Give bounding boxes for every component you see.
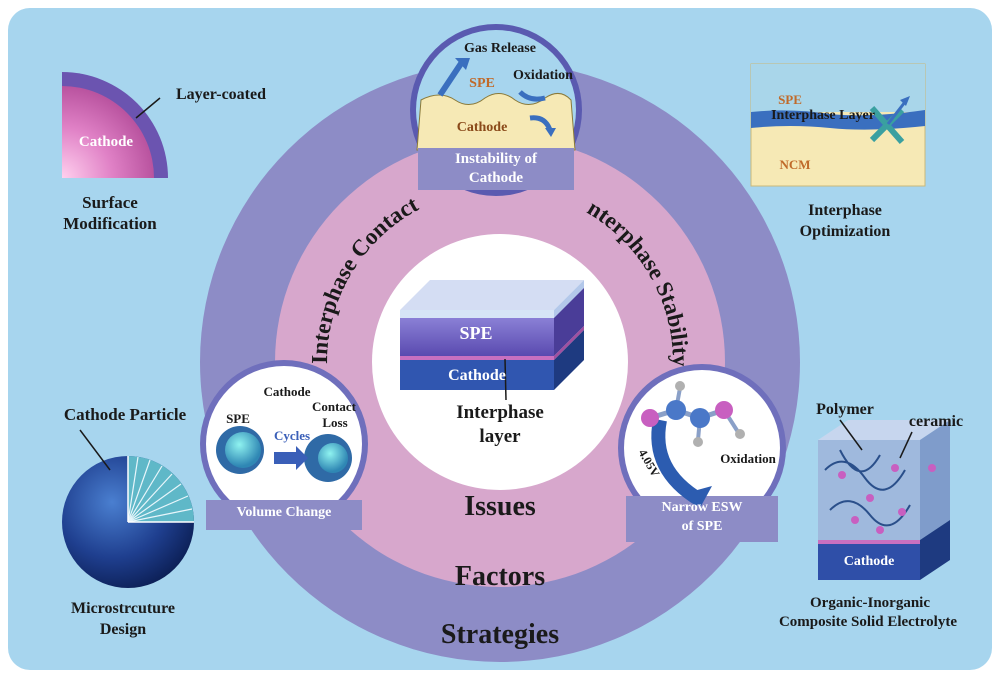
opt-interphase-layer-label: Interphase Layer <box>771 108 875 123</box>
surface-modification-title-1: Surface <box>82 193 138 212</box>
interphase-optimization-figure <box>750 63 926 187</box>
instability-caption-1: Instability of <box>454 151 538 167</box>
factors-label: Factors <box>454 561 546 592</box>
center-cathode-label: Cathode <box>448 367 506 384</box>
narrow-esw-caption-1: Narrow ESW <box>661 500 743 515</box>
opt-ncm-label: NCM <box>779 157 811 172</box>
opt-spe-label: SPE <box>778 92 802 107</box>
microstructure-title-2: Design <box>99 621 147 638</box>
polymer-label: Polymer <box>816 401 874 418</box>
strategies-label: Strategies <box>440 619 560 650</box>
ceramic-label: ceramic <box>908 413 964 430</box>
issues-label: Issues <box>464 491 536 522</box>
cathode-particle-label: Cathode Particle <box>63 405 187 424</box>
interphase-optimization-title-1: Interphase <box>808 202 882 219</box>
interphase-layer-label-2: layer <box>479 426 521 447</box>
narrow-esw-caption-2: of SPE <box>681 519 723 534</box>
right-issue-circle <box>618 364 786 542</box>
gas-release-label: Gas Release <box>464 41 536 56</box>
microstructure-title-1: Microstrcuture <box>71 600 175 617</box>
microstructure-figure <box>62 429 194 588</box>
top-issue-circle <box>410 24 582 196</box>
loss-label: Loss <box>322 415 348 430</box>
composite-title-1: Organic-Inorganic <box>810 595 930 611</box>
right-oxidation-label: Oxidation <box>720 451 776 466</box>
instability-caption-2: Cathode <box>468 170 524 186</box>
top-oxidation-label: Oxidation <box>513 68 573 83</box>
interphase-optimization-title-2: Optimization <box>799 223 891 240</box>
composite-title-2: Composite Solid Electrolyte <box>778 614 958 630</box>
interphase-layer-label-1: Interphase <box>456 402 544 423</box>
surface-cathode-label: Cathode <box>78 134 134 150</box>
contact-label: Contact <box>311 399 357 414</box>
left-issue-circle <box>200 360 368 530</box>
layer-coated-label: Layer-coated <box>175 86 267 103</box>
left-cathode-label: Cathode <box>263 384 311 399</box>
surface-modification-figure <box>62 72 168 178</box>
left-spe-label: SPE <box>226 411 250 426</box>
top-spe-label: SPE <box>469 76 495 91</box>
cycles-label: Cycles <box>273 428 311 443</box>
surface-modification-title-2: Modification <box>63 214 157 233</box>
interphase-block <box>400 280 584 401</box>
top-cathode-label: Cathode <box>456 120 508 135</box>
volume-change-caption: Volume Change <box>236 505 332 520</box>
center-spe-label: SPE <box>459 323 493 343</box>
composite-cathode-label: Cathode <box>843 554 895 569</box>
composite-electrolyte-figure <box>818 419 950 580</box>
